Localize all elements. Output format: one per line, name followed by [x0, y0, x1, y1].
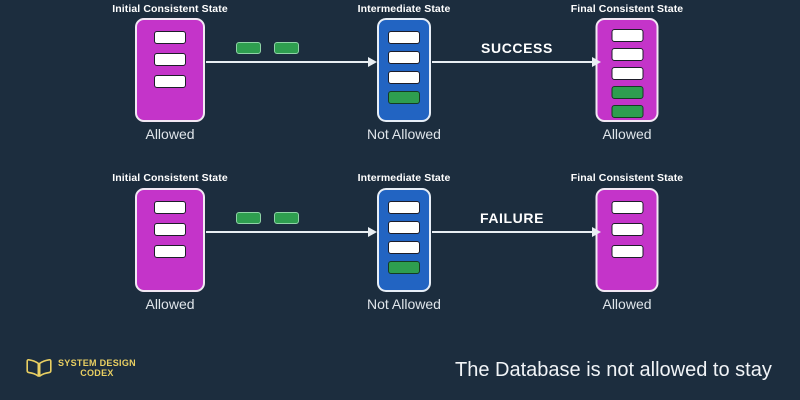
- transition-label-failure: FAILURE: [479, 210, 545, 226]
- box-caption-bottom-intermediate: Not Allowed: [367, 296, 441, 312]
- record-row: [388, 51, 420, 64]
- arrow-head-icon: [368, 227, 377, 237]
- brand-logo-text: SYSTEM DESIGN CODEX: [58, 358, 136, 378]
- state-heading-bottom-final: Final Consistent State: [570, 172, 684, 184]
- db-box-bottom-final[interactable]: [595, 188, 659, 292]
- db-box-top-initial[interactable]: [135, 18, 205, 122]
- record-row-committed: [388, 91, 420, 104]
- record-row-committed: [388, 261, 420, 274]
- record-row-committed: [611, 105, 643, 118]
- db-box-bottom-intermediate[interactable]: [377, 188, 431, 292]
- record-row: [388, 241, 420, 254]
- state-heading-top-initial: Initial Consistent State: [112, 3, 228, 15]
- record-row: [611, 48, 643, 61]
- arrow-top-intermediate-to-final: [432, 61, 594, 63]
- record-row: [611, 245, 643, 258]
- state-heading-top-intermediate: Intermediate State: [357, 3, 451, 15]
- note-text: The Database is not allowed to stay in a…: [455, 330, 772, 400]
- record-row: [154, 245, 186, 258]
- record-row: [154, 75, 186, 88]
- arrow-head-icon: [592, 227, 601, 237]
- pending-op-chip: [274, 212, 299, 224]
- arrow-bottom-initial-to-intermediate: [206, 231, 369, 233]
- record-row: [154, 31, 186, 44]
- db-box-top-intermediate[interactable]: [377, 18, 431, 122]
- arrow-head-icon: [592, 57, 601, 67]
- arrow-bottom-intermediate-to-final: [432, 231, 594, 233]
- record-row: [611, 223, 643, 236]
- state-heading-bottom-intermediate: Intermediate State: [357, 172, 451, 184]
- box-caption-top-final: Allowed: [602, 126, 652, 142]
- brand-line-1: SYSTEM DESIGN: [58, 358, 136, 368]
- box-caption-bottom-final: Allowed: [602, 296, 652, 312]
- state-heading-top-final: Final Consistent State: [570, 3, 684, 15]
- transition-label-success: SUCCESS: [481, 40, 553, 56]
- pending-op-chip: [274, 42, 299, 54]
- brand-logo[interactable]: SYSTEM DESIGN CODEX: [26, 358, 136, 378]
- record-row: [154, 53, 186, 66]
- record-row-committed: [611, 86, 643, 99]
- record-row: [611, 201, 643, 214]
- record-row: [388, 31, 420, 44]
- record-row: [388, 221, 420, 234]
- db-box-bottom-initial[interactable]: [135, 188, 205, 292]
- record-row: [154, 223, 186, 236]
- record-row: [611, 29, 643, 42]
- arrow-top-initial-to-intermediate: [206, 61, 369, 63]
- note-line-1: The Database is not allowed to stay: [455, 359, 772, 381]
- box-caption-top-initial: Allowed: [145, 126, 195, 142]
- arrow-head-icon: [368, 57, 377, 67]
- state-heading-bottom-initial: Initial Consistent State: [112, 172, 228, 184]
- box-caption-bottom-initial: Allowed: [145, 296, 195, 312]
- db-box-top-final[interactable]: [595, 18, 659, 122]
- brand-line-2: CODEX: [80, 368, 114, 378]
- record-row: [154, 201, 186, 214]
- record-row: [388, 201, 420, 214]
- open-book-icon: [26, 358, 52, 377]
- pending-op-chip: [236, 212, 261, 224]
- box-caption-top-intermediate: Not Allowed: [367, 126, 441, 142]
- pending-op-chip: [236, 42, 261, 54]
- record-row: [388, 71, 420, 84]
- record-row: [611, 67, 643, 80]
